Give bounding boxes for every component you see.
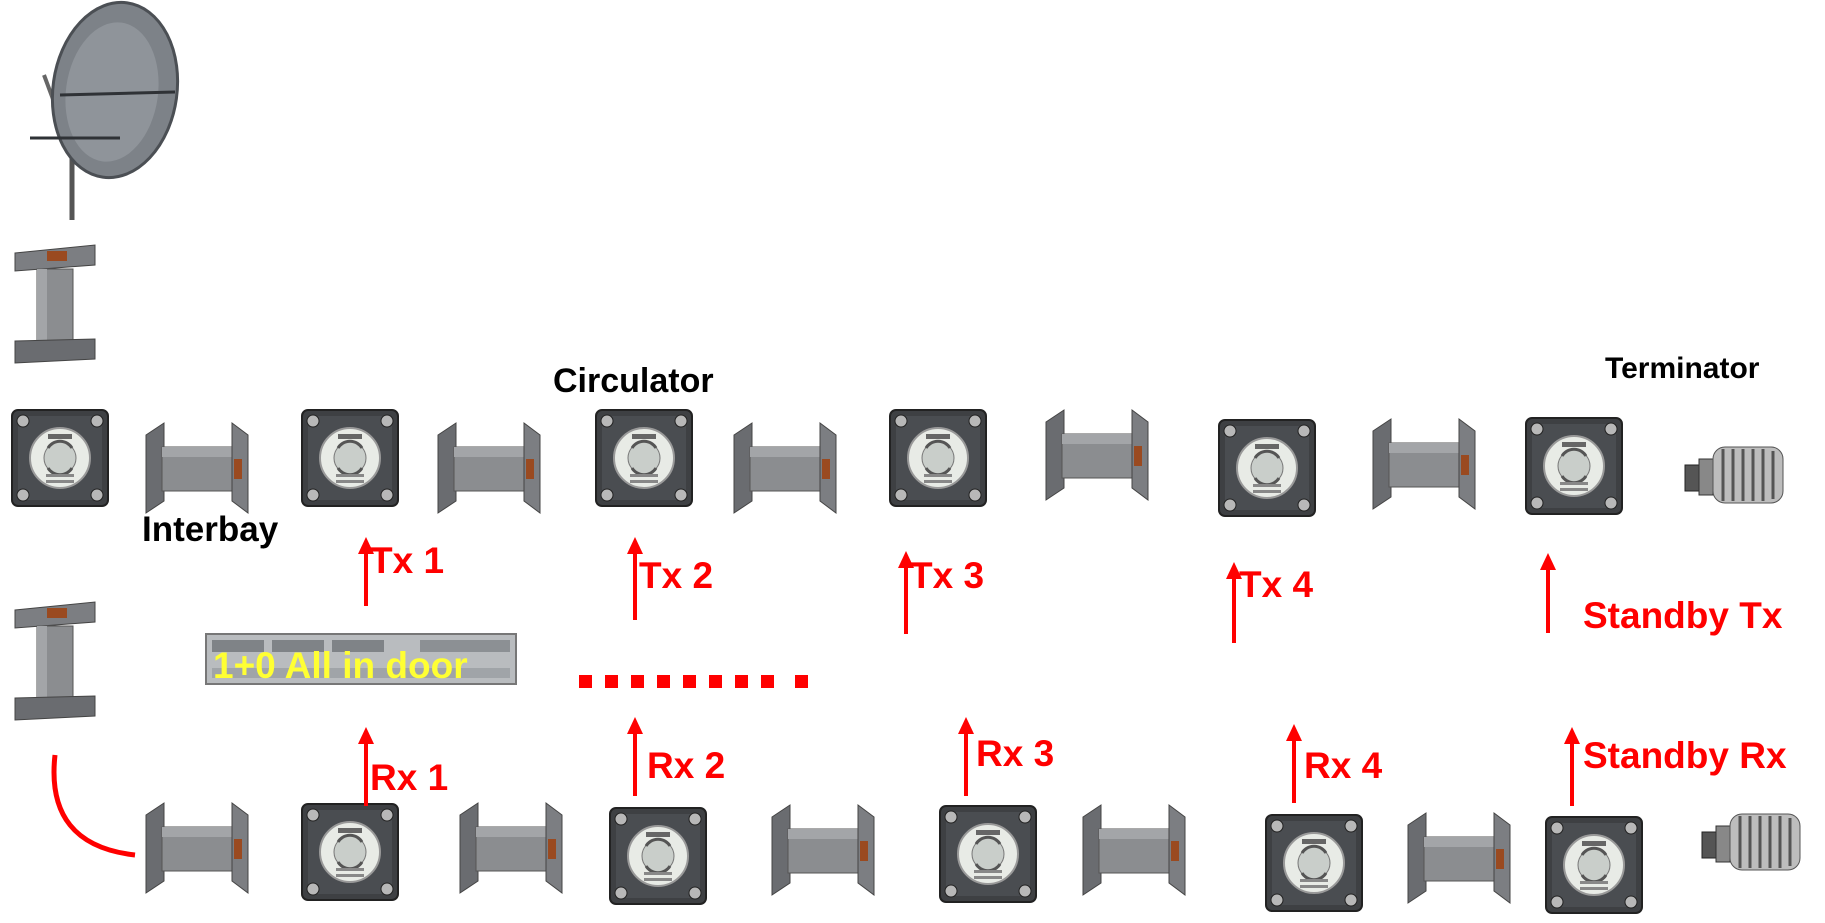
rx4-label: Rx 4 <box>1304 745 1383 786</box>
standby-rx-arrow <box>1564 727 1580 806</box>
dotted-separator <box>579 675 808 688</box>
standby-tx-label: Standby Tx <box>1583 595 1783 636</box>
standby-tx-arrow <box>1540 553 1556 633</box>
rx1-label: Rx 1 <box>370 757 449 798</box>
tx1-arrow <box>358 537 374 606</box>
indoor-unit-label: 1+0 All in door <box>213 645 468 686</box>
tx4-arrow <box>1226 562 1242 643</box>
tx-branch-row <box>10 408 1785 518</box>
tx4-label: Tx 4 <box>1239 564 1314 605</box>
rx4-arrow <box>1286 724 1302 803</box>
tx1-label: Tx 1 <box>370 540 445 581</box>
rx3-arrow <box>958 717 974 796</box>
interbay-link-line <box>51 754 136 858</box>
rx2-label: Rx 2 <box>647 745 726 786</box>
tx2-label: Tx 2 <box>639 555 714 596</box>
standby-rx-label: Standby Rx <box>1583 735 1787 776</box>
rx2-arrow <box>627 717 643 796</box>
circulator-label: Circulator <box>553 362 714 400</box>
terminator-label: Terminator <box>1605 352 1760 385</box>
indoor-unit-rack <box>205 633 517 685</box>
vertical-waveguide-interbay <box>14 601 96 721</box>
tx2-arrow <box>627 537 643 620</box>
rx-branch-row <box>145 802 1802 915</box>
rx3-label: Rx 3 <box>976 733 1055 774</box>
antenna <box>30 0 180 220</box>
interbay-label: Interbay <box>142 510 279 549</box>
vertical-waveguide-top <box>14 244 96 364</box>
tx3-arrow <box>898 551 914 634</box>
rx1-arrow <box>358 727 374 806</box>
tx3-label: Tx 3 <box>910 555 985 596</box>
